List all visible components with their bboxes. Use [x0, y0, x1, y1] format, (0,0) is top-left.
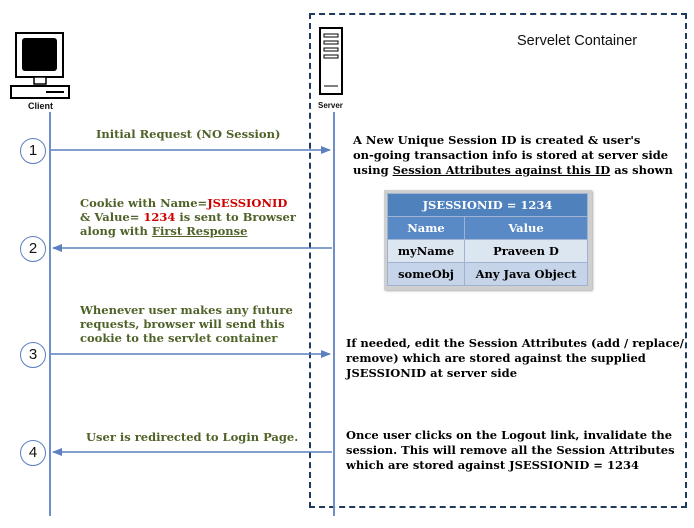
client-label: Client: [28, 101, 54, 111]
step-4-marker: 4: [20, 440, 46, 466]
computer-icon: [10, 32, 70, 99]
session-table: JSESSIONID = 1234 Name Value myName Prav…: [384, 190, 592, 290]
step-4-label: User is redirected to Login Page.: [86, 430, 299, 444]
cookie-value: 1234: [143, 210, 176, 224]
server-label: Server: [318, 101, 343, 110]
note-edit-attributes: If needed, edit the Session Attributes (…: [346, 336, 684, 380]
server-icon: [319, 27, 343, 95]
servlet-container-box: [309, 13, 687, 508]
table-row: someObj Any Java Object: [387, 262, 588, 286]
step-2-label: Cookie with Name=JSESSIONID & Value= 123…: [80, 196, 296, 238]
step-2-marker: 2: [20, 236, 46, 262]
step-3-label: Whenever user makes any future requests,…: [80, 303, 293, 345]
note-session-created: A New Unique Session ID is created & use…: [353, 133, 673, 177]
note-logout: Once user clicks on the Logout link, inv…: [346, 428, 675, 472]
server-lifeline: [333, 112, 335, 516]
container-title: Servelet Container: [517, 33, 638, 49]
table-header-value: Value: [464, 216, 588, 240]
step-3-marker: 3: [20, 342, 46, 368]
table-row: myName Praveen D: [387, 239, 588, 263]
client-lifeline: [49, 112, 51, 516]
table-title: JSESSIONID = 1234: [387, 193, 588, 217]
table-header-name: Name: [387, 216, 465, 240]
step-1-marker: 1: [20, 138, 46, 164]
cookie-name: JSESSIONID: [207, 196, 288, 210]
step-1-label: Initial Request (NO Session): [96, 127, 281, 141]
